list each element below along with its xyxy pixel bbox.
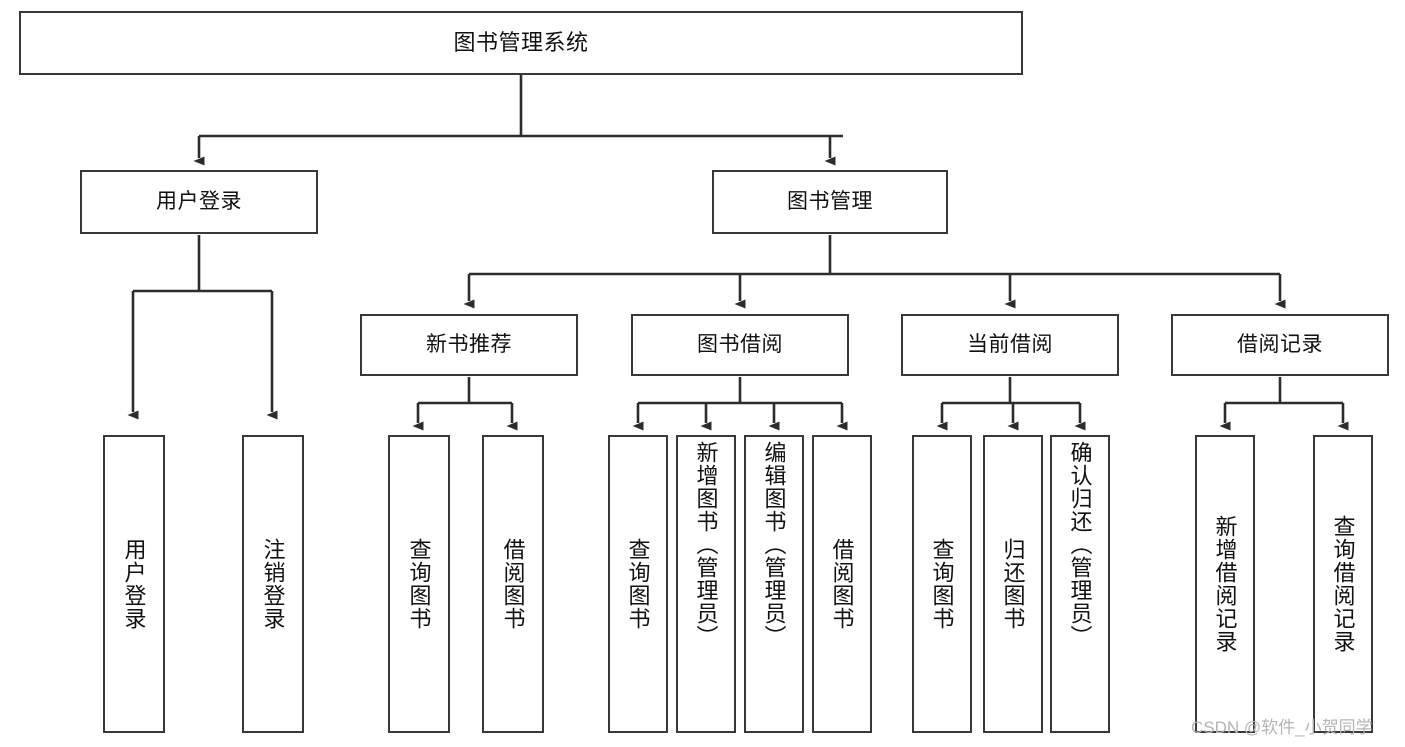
node-label: 新增借阅记录 bbox=[1212, 515, 1238, 653]
node-label: 归还图书 bbox=[1000, 538, 1026, 630]
node-book-management[interactable]: 图书管理 bbox=[712, 170, 948, 234]
node-label: 图书管理 bbox=[787, 189, 873, 213]
leaf-book-borrow-query[interactable]: 查询图书 bbox=[608, 435, 668, 733]
node-label: 查询图书 bbox=[406, 538, 432, 630]
node-label: 借阅图书 bbox=[500, 538, 526, 630]
node-new-book-recommendation[interactable]: 新书推荐 bbox=[360, 314, 578, 376]
leaf-book-borrow-edit[interactable]: 编辑图书（管理员） bbox=[744, 435, 804, 733]
node-label: 确认归还（管理员） bbox=[1067, 441, 1093, 648]
node-borrow-record[interactable]: 借阅记录 bbox=[1171, 314, 1389, 376]
node-label: 借阅记录 bbox=[1237, 332, 1323, 356]
csdn-watermark: CSDN @软件_小贺同学 bbox=[1191, 718, 1373, 737]
node-label: 图书借阅 bbox=[697, 332, 783, 356]
leaf-current-borrow-return[interactable]: 归还图书 bbox=[983, 435, 1043, 733]
leaf-new-book-borrow[interactable]: 借阅图书 bbox=[482, 435, 544, 733]
node-label: 图书管理系统 bbox=[453, 30, 589, 56]
node-label: 用户登录 bbox=[156, 189, 242, 213]
node-label: 注销登录 bbox=[260, 538, 286, 630]
node-user-login[interactable]: 用户登录 bbox=[80, 170, 318, 234]
leaf-new-book-query[interactable]: 查询图书 bbox=[388, 435, 450, 733]
node-root-book-management-system[interactable]: 图书管理系统 bbox=[19, 11, 1023, 75]
node-label: 编辑图书（管理员） bbox=[761, 441, 787, 648]
leaf-current-borrow-query[interactable]: 查询图书 bbox=[912, 435, 972, 733]
node-current-borrow[interactable]: 当前借阅 bbox=[901, 314, 1119, 376]
node-label: 借阅图书 bbox=[829, 538, 855, 630]
node-label: 新书推荐 bbox=[426, 332, 512, 356]
node-label: 查询借阅记录 bbox=[1330, 515, 1356, 653]
leaf-user-login-signout[interactable]: 注销登录 bbox=[242, 435, 304, 733]
node-label: 查询图书 bbox=[929, 538, 955, 630]
node-book-borrow[interactable]: 图书借阅 bbox=[631, 314, 849, 376]
leaf-book-borrow-lend[interactable]: 借阅图书 bbox=[812, 435, 872, 733]
node-label: 查询图书 bbox=[625, 538, 651, 630]
leaf-borrow-record-add[interactable]: 新增借阅记录 bbox=[1195, 435, 1255, 733]
leaf-user-login-signin[interactable]: 用户登录 bbox=[103, 435, 165, 733]
node-label: 当前借阅 bbox=[967, 332, 1053, 356]
leaf-borrow-record-query[interactable]: 查询借阅记录 bbox=[1313, 435, 1373, 733]
leaf-current-borrow-confirm-return[interactable]: 确认归还（管理员） bbox=[1050, 435, 1110, 733]
node-label: 用户登录 bbox=[121, 538, 147, 630]
leaf-book-borrow-add[interactable]: 新增图书（管理员） bbox=[676, 435, 736, 733]
node-label: 新增图书（管理员） bbox=[693, 441, 719, 648]
